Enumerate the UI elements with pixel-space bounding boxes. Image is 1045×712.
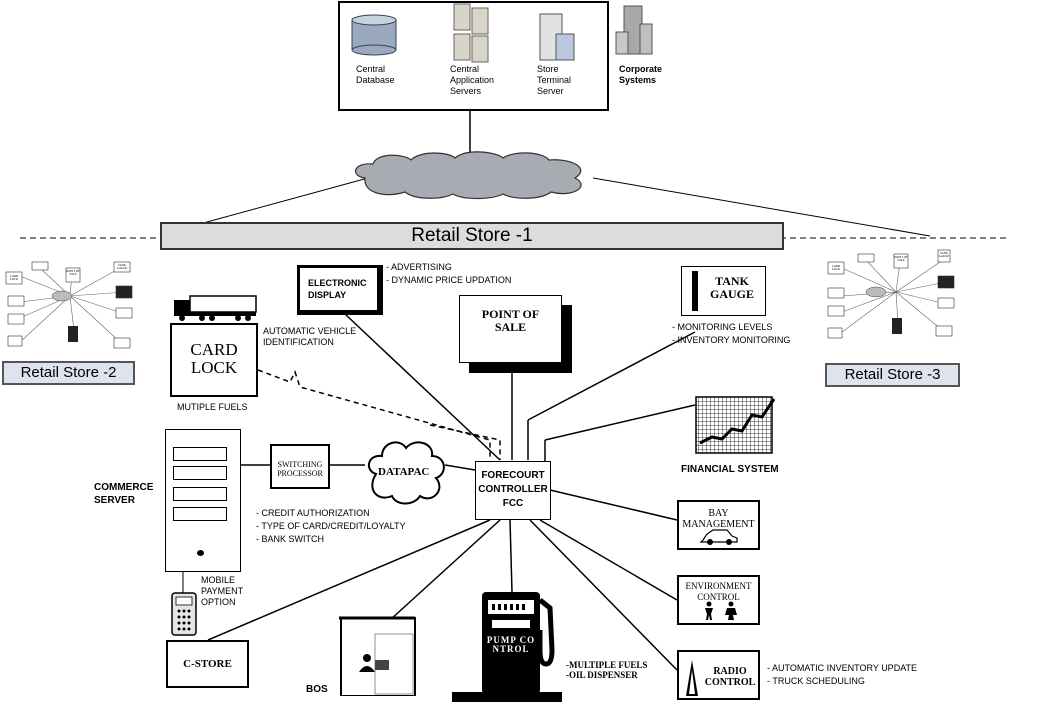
drive-bay bbox=[173, 447, 227, 461]
network-cloud-icon bbox=[345, 150, 595, 200]
radio-control-label: RADIO CONTROL bbox=[704, 666, 756, 688]
mini-tank-gauge-label: TANK GAUGE bbox=[938, 251, 950, 258]
electronic-display-label: ELECTRONIC DISPLAY bbox=[308, 278, 367, 300]
store-terminal-server-label: Store Terminal Server bbox=[537, 64, 572, 96]
central-app-servers-label: Central Application Servers bbox=[450, 64, 495, 96]
people-icon bbox=[701, 601, 741, 621]
drive-bay bbox=[173, 466, 227, 480]
electronic-display-note-2: - DYNAMIC PRICE UPDATION bbox=[386, 275, 512, 285]
retail-store-3-thumbnail: CARD LOCK POINT OF SALE TANK GAUGE bbox=[822, 248, 962, 348]
pump-dispenser-icon bbox=[452, 590, 564, 702]
financial-system-label: FINANCIAL SYSTEM bbox=[681, 464, 779, 475]
store-terminal-icon bbox=[538, 12, 578, 64]
database-icon bbox=[350, 14, 398, 56]
drive-bay bbox=[173, 507, 227, 521]
card-lock-caption: MUTIPLE FUELS bbox=[177, 402, 248, 412]
car-icon bbox=[699, 528, 739, 546]
drive-bay bbox=[173, 487, 227, 501]
tank-gauge-note-1: - MONITORING LEVELS bbox=[672, 322, 773, 332]
central-database-label: Central Database bbox=[356, 64, 395, 85]
switching-processor-box: SWITCHING PROCESSOR bbox=[270, 444, 330, 489]
commerce-server-tower bbox=[165, 429, 241, 572]
environment-control-label: ENVIRONMENT CONTROL bbox=[685, 581, 752, 602]
point-of-sale-box: POINT OF SALE bbox=[459, 295, 562, 363]
fcc-line-3: FCC bbox=[502, 498, 524, 509]
fcc-line-1: FORECOURT bbox=[481, 470, 545, 481]
environment-control-box: ENVIRONMENT CONTROL bbox=[677, 575, 760, 625]
tank-gauge-bar-icon bbox=[692, 271, 698, 311]
pump-note-2: -OIL DISPENSER bbox=[566, 670, 638, 680]
retail-store-3-label: Retail Store -3 bbox=[825, 363, 960, 387]
fcc-box: FORECOURT CONTROLLER FCC bbox=[475, 461, 551, 520]
electronic-display-note-1: - ADVERTISING bbox=[386, 262, 452, 272]
power-button-icon bbox=[197, 550, 204, 556]
c-store-label: C-STORE bbox=[183, 658, 232, 670]
switching-processor-label: SWITCHING PROCESSOR bbox=[277, 460, 323, 478]
bay-management-box: BAY MANAGEMENT bbox=[677, 500, 760, 550]
datapac-cloud-icon bbox=[362, 436, 448, 508]
datapac-label: DATAPAC bbox=[378, 466, 430, 478]
mobile-phone-icon bbox=[171, 592, 197, 636]
pump-note-1: -MULTIPLE FUELS bbox=[566, 660, 648, 670]
tank-gauge-note-2: - INVENTORY MONITORING bbox=[672, 335, 791, 345]
retail-store-2-thumbnail: CARD LOCK POINT OF SALE TANK GAUGE bbox=[0, 256, 140, 356]
card-lock-label: CARD LOCK bbox=[190, 340, 238, 377]
credit-note-3: - BANK SWITCH bbox=[256, 534, 325, 544]
bay-management-label: BAY MANAGEMENT bbox=[682, 508, 755, 530]
mini-pos-label: POINT OF SALE bbox=[894, 255, 908, 262]
retail-store-2-label: Retail Store -2 bbox=[2, 361, 135, 385]
tank-gauge-label: TANK GAUGE bbox=[709, 274, 754, 301]
building-icon bbox=[614, 2, 654, 56]
tank-gauge-box: TANK GAUGE bbox=[681, 266, 766, 316]
card-lock-note: AUTOMATIC VEHICLE IDENTIFICATION bbox=[263, 326, 357, 347]
c-store-box: C-STORE bbox=[166, 640, 249, 688]
commerce-server-label: COMMERCE SERVER bbox=[94, 482, 154, 506]
bos-label: BOS bbox=[306, 684, 328, 695]
electronic-display-box: ELECTRONIC DISPLAY bbox=[297, 265, 383, 315]
credit-note-2: - TYPE OF CARD/CREDIT/LOYALTY bbox=[256, 521, 406, 531]
pump-control-label: PUMP CONTROL bbox=[486, 635, 536, 654]
radio-tower-icon bbox=[685, 658, 699, 698]
mini-tank-gauge-label: TANK GAUGE bbox=[116, 263, 128, 270]
mini-pos-label: POINT OF SALE bbox=[66, 269, 80, 276]
bos-workstation-icon bbox=[337, 614, 417, 696]
retail-store-1-banner: Retail Store -1 bbox=[160, 222, 784, 250]
mobile-payment-label: MOBILE PAYMENT OPTION bbox=[201, 575, 244, 607]
radio-control-box: RADIO CONTROL bbox=[677, 650, 760, 700]
radio-note-1: - AUTOMATIC INVENTORY UPDATE bbox=[767, 663, 918, 673]
financial-chart-icon bbox=[694, 393, 780, 455]
card-lock-box: CARD LOCK bbox=[170, 323, 258, 397]
fcc-line-2: CONTROLLER bbox=[478, 484, 548, 495]
app-servers-icon bbox=[452, 2, 494, 64]
mini-card-lock-label: CARD LOCK bbox=[9, 274, 19, 281]
point-of-sale-label: POINT OF SALE bbox=[481, 307, 540, 334]
mini-card-lock-label: CARD LOCK bbox=[831, 264, 841, 271]
corporate-systems-label: Corporate Systems bbox=[619, 64, 663, 85]
radio-note-2: - TRUCK SCHEDULING bbox=[767, 676, 865, 686]
credit-note-1: - CREDIT AUTHORIZATION bbox=[256, 508, 370, 518]
fuel-truck-icon bbox=[172, 292, 258, 322]
